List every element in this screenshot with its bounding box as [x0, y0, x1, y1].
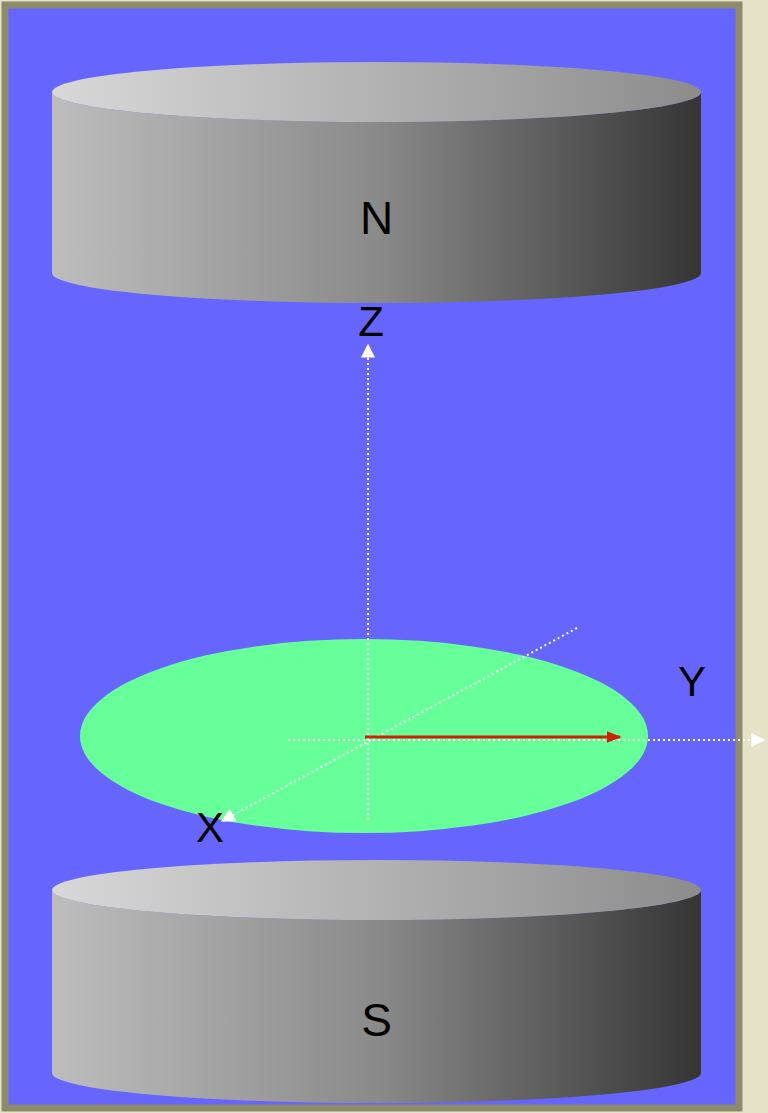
cylinder-body — [52, 92, 701, 303]
y-axis — [288, 739, 764, 741]
south-pole-magnet: S — [52, 860, 701, 1105]
magnetization-vector — [365, 736, 620, 739]
north-pole-magnet: N — [52, 62, 701, 305]
x-axis — [222, 628, 577, 821]
z-axis — [367, 345, 369, 820]
cylinder-outline — [52, 62, 701, 305]
cylinder-top — [52, 860, 701, 920]
sample-disc — [80, 639, 648, 833]
axis-label: X — [196, 807, 224, 849]
cylinder-top — [52, 62, 701, 122]
field-region — [5, 5, 739, 1108]
pole-label: S — [52, 997, 701, 1043]
pole-label: N — [52, 195, 701, 241]
cylinder-body — [52, 890, 701, 1103]
axis-label: Z — [358, 301, 384, 343]
cylinder-outline — [52, 860, 701, 1105]
axis-label: Y — [678, 661, 706, 703]
